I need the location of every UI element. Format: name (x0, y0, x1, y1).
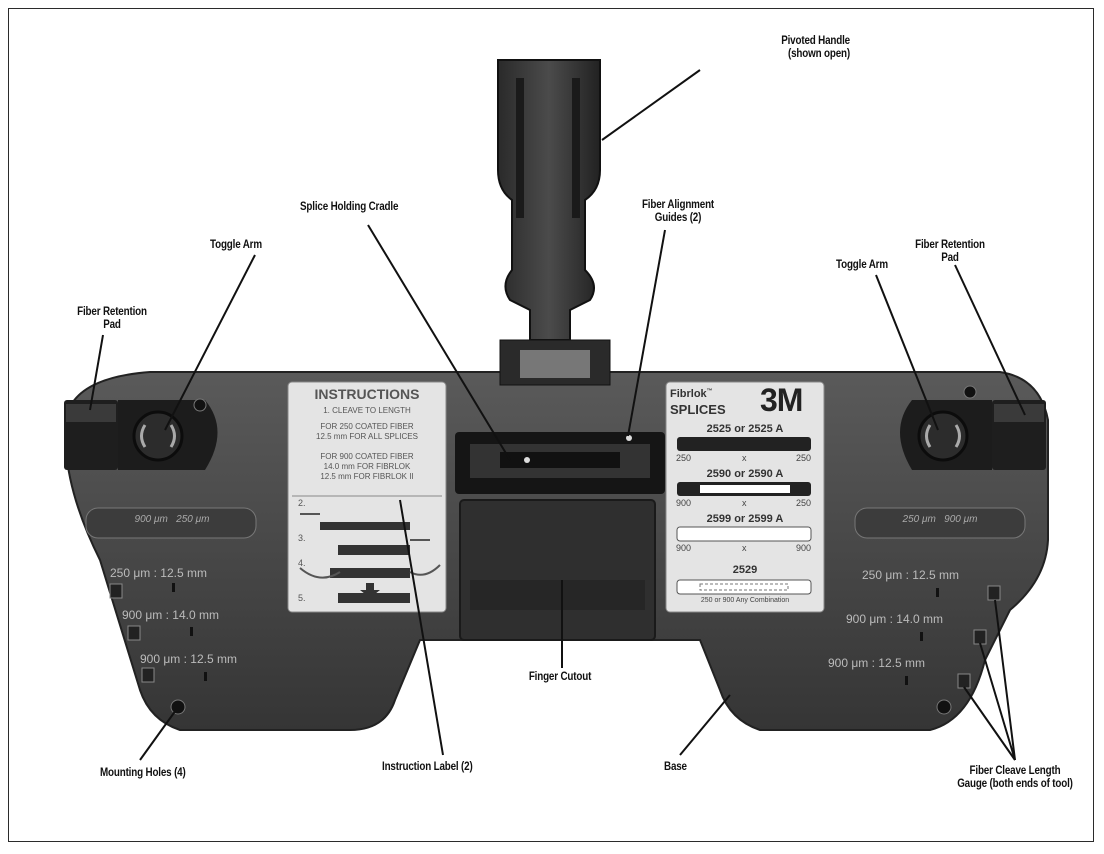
splice-model-1-right: 250 (796, 453, 812, 463)
splice-card-splices: SPLICES (670, 402, 726, 417)
right-gauge-2: 900 μm : 14.0 mm (846, 612, 943, 626)
splice-model-3-x: x (742, 543, 747, 553)
callout-fiber-alignment-guides: Fiber Alignment Guides (2) (641, 197, 715, 224)
finger-cutout-shape (459, 499, 656, 641)
instruction-line-4: FOR 900 COATED FIBER (320, 452, 414, 461)
right-toggle-arm (917, 410, 969, 462)
left-gauge-2: 900 μm : 14.0 mm (122, 608, 219, 622)
left-dial (85, 507, 257, 539)
brand-name: Fibrlok (670, 388, 707, 400)
callout-instruction-label: Instruction Label (2) (382, 759, 473, 773)
mounting-hole-4 (963, 385, 977, 399)
instruction-line-2: FOR 250 COATED FIBER (320, 422, 414, 431)
splice-model-3-left: 900 (676, 543, 692, 553)
left-toggle-arm (132, 410, 184, 462)
instruction-step-5: 5. (298, 593, 306, 603)
splice-model-4-note: 250 or 900 Any Combination (700, 597, 790, 604)
instruction-line-5: 14.0 mm FOR FIBRLOK (323, 462, 411, 471)
callout-fiber-cleave-length-gauge: Fiber Cleave Length Gauge (both ends of … (957, 763, 1073, 790)
callout-toggle-arm-left: Toggle Arm (210, 237, 262, 251)
callout-fiber-retention-pad-left: Fiber Retention Pad (77, 304, 147, 331)
3m-logo: 3M (760, 382, 803, 418)
left-gauge-1: 250 μm : 12.5 mm (110, 566, 207, 580)
callout-toggle-arm-right: Toggle Arm (836, 257, 888, 271)
splice-model-2-left: 900 (676, 498, 692, 508)
instruction-step-2: 2. (298, 498, 306, 508)
fiber-alignment-guide-right (626, 435, 632, 441)
instruction-step-4: 4. (298, 558, 306, 568)
mounting-hole-1 (193, 398, 207, 412)
splice-model-1: 2525 or 2525 A (706, 423, 784, 435)
splice-model-2-x: x (742, 498, 747, 508)
mounting-hole-3 (936, 699, 952, 715)
right-dial-text: 250 μm 900 μm (902, 514, 978, 525)
callout-finger-cutout: Finger Cutout (528, 669, 592, 683)
instruction-line-6: 12.5 mm FOR FIBRLOK II (320, 472, 414, 481)
callout-fiber-retention-pad-right: Fiber Retention Pad (915, 237, 985, 264)
splice-model-1-left: 250 (676, 453, 692, 463)
figure-frame (8, 8, 1094, 842)
instruction-line-3: 12.5 mm FOR ALL SPLICES (316, 432, 418, 441)
instruction-step-3: 3. (298, 533, 306, 543)
right-dial (854, 507, 1026, 539)
left-gauge-3: 900 μm : 12.5 mm (140, 652, 237, 666)
splice-model-1-x: x (742, 453, 747, 463)
instruction-label-title: INSTRUCTIONS (314, 386, 420, 402)
right-gauge-1: 250 μm : 12.5 mm (862, 568, 959, 582)
instruction-line-1: 1. CLEAVE TO LENGTH (323, 406, 411, 415)
callout-mounting-holes: Mounting Holes (4) (100, 765, 186, 779)
splice-model-2-right: 250 (796, 498, 812, 508)
pivoted-handle (497, 59, 601, 341)
right-gauge-3: 900 μm : 12.5 mm (828, 656, 925, 670)
splice-model-4: 2529 (732, 564, 758, 576)
splice-model-3-right: 900 (796, 543, 812, 553)
splice-model-3: 2599 or 2599 A (706, 513, 784, 525)
callout-pivoted-handle: Pivoted Handle (shown open) (781, 33, 850, 60)
fiber-alignment-guide-left (524, 457, 530, 463)
splice-model-2: 2590 or 2590 A (706, 468, 784, 480)
left-dial-text: 900 μm 250 μm (134, 514, 210, 525)
trademark: ™ (706, 388, 713, 395)
mounting-hole-2 (170, 699, 186, 715)
callout-base: Base (664, 759, 687, 773)
leader-lines (89, 69, 1026, 761)
callout-splice-holding-cradle: Splice Holding Cradle (300, 199, 399, 213)
splice-card-brand: Fibrlok™ (670, 388, 713, 400)
